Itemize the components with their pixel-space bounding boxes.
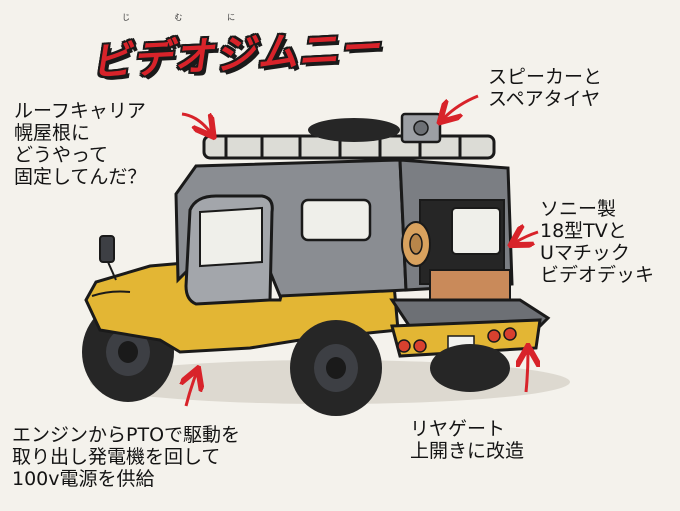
spare-reel <box>401 221 431 267</box>
note-speaker: スピーカーと スペアタイヤ <box>488 66 603 110</box>
arrow-roof-rack <box>181 112 210 132</box>
tail-light-left <box>397 339 411 353</box>
side-mirror <box>99 235 117 281</box>
arrow-engine <box>186 374 196 407</box>
note-rear-gate: リヤゲート 上開きに改造 <box>410 418 525 462</box>
note-roof-rack: ルーフキャリア 幌屋根に どうやって 固定してんだ？ <box>14 100 147 188</box>
front-window <box>199 206 263 268</box>
tail-light-right <box>487 329 501 343</box>
tail-light-left-2 <box>413 339 427 353</box>
title-ruby: じ む に <box>122 13 257 22</box>
tv-screen <box>451 207 501 255</box>
arrow-speaker <box>444 94 479 118</box>
side-window <box>300 198 372 242</box>
arrow-tv <box>516 232 539 242</box>
note-engine-pto: エンジンからPTOで駆動を 取り出し発電機を回して 100v電源を供給 <box>12 424 241 490</box>
roof-spare-tire <box>308 118 400 142</box>
tail-light-right-2 <box>503 327 517 341</box>
far-tire <box>430 344 510 392</box>
rear-tire <box>290 320 382 416</box>
arrow-rear-gate <box>526 352 528 393</box>
note-tv: ソニー製 18型TVと Uマチック ビデオデッキ <box>540 198 655 286</box>
